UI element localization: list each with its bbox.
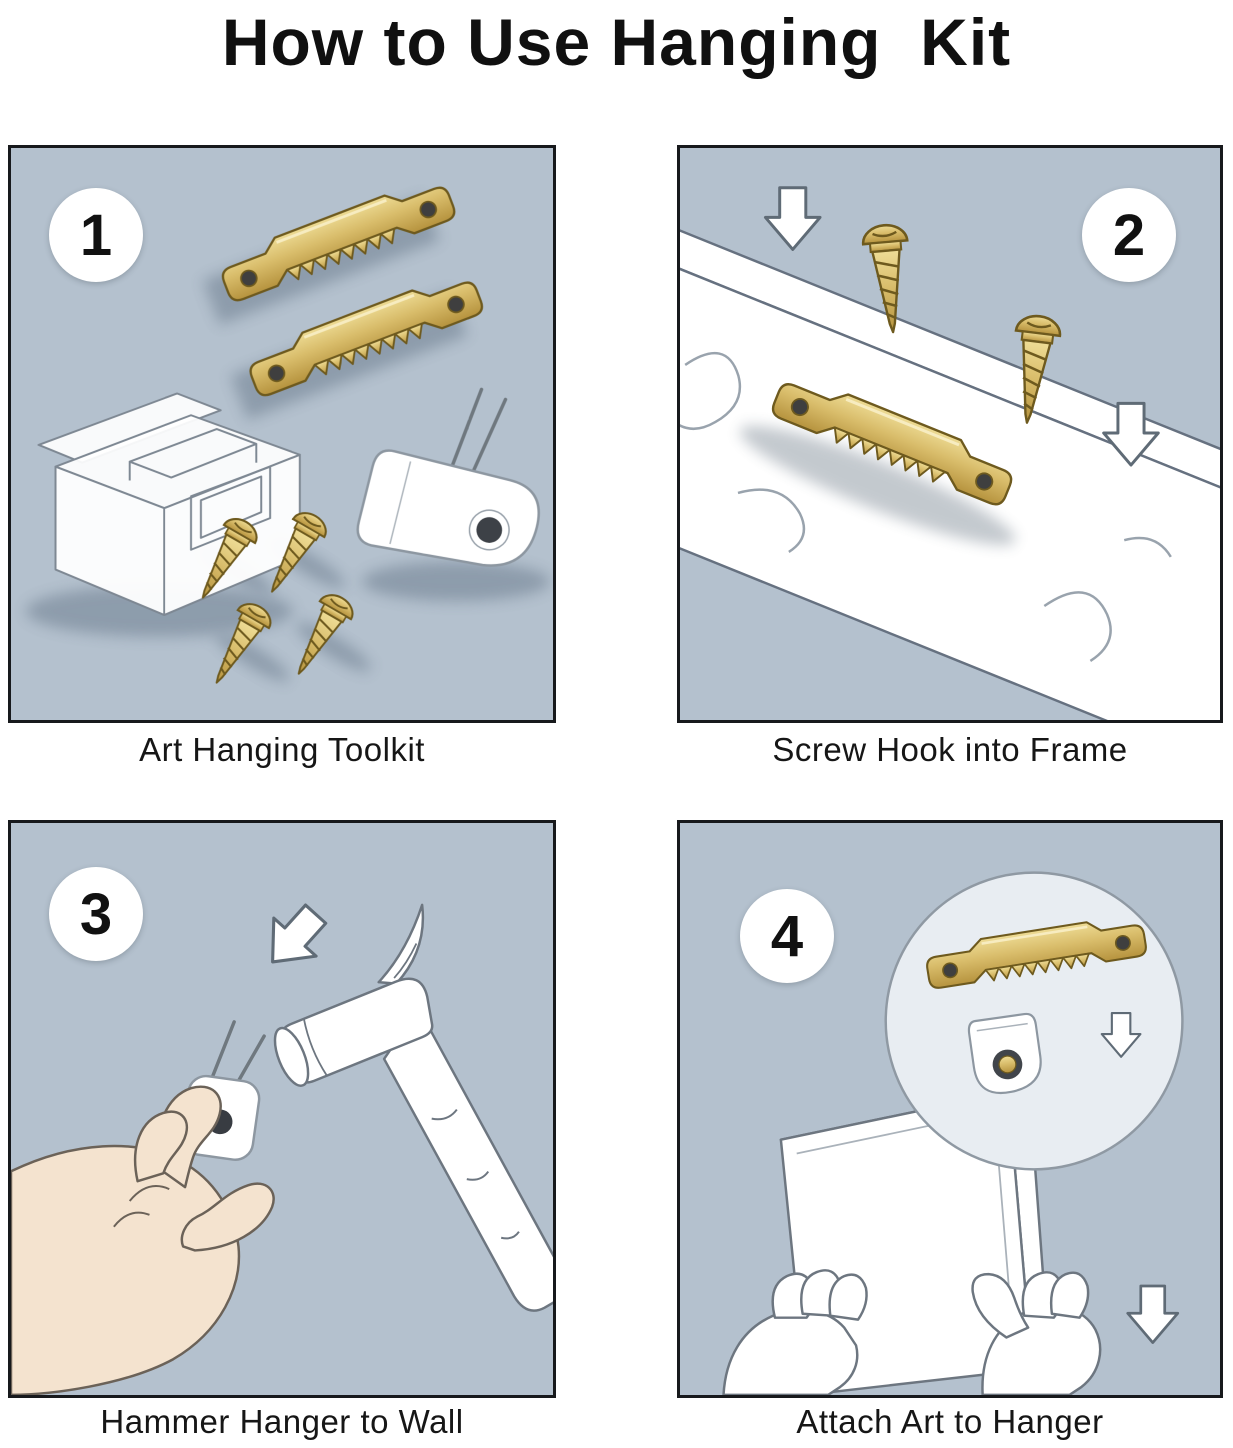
step-3-caption: Hammer Hanger to Wall xyxy=(100,1403,464,1440)
step-1-caption: Art Hanging Toolkit xyxy=(139,731,425,768)
molding-carving xyxy=(1043,536,1172,662)
thumb xyxy=(180,1182,275,1252)
step-3-panel: 3 xyxy=(8,820,556,1398)
forearm xyxy=(11,1144,241,1395)
down-left-arrow-icon xyxy=(249,893,339,983)
picture-frame-edge xyxy=(680,204,1220,720)
storage-box-icon xyxy=(37,392,301,616)
step-1-number-badge: 1 xyxy=(49,188,143,282)
toolkit-illustration xyxy=(25,172,551,693)
down-arrow-icon xyxy=(1126,1284,1180,1344)
zoom-circle xyxy=(884,871,1184,1171)
fingers xyxy=(133,1085,275,1252)
finger xyxy=(828,1273,868,1321)
page-title: How to Use Hanging Kit xyxy=(221,5,1012,79)
step-4-caption: Attach Art to Hanger xyxy=(796,1403,1104,1440)
middle-finger xyxy=(133,1110,189,1183)
step-2-panel: 2 xyxy=(677,145,1223,723)
attach-art-illustration xyxy=(722,871,1184,1395)
left-hand xyxy=(722,1269,868,1395)
step-4-panel: 4 xyxy=(677,820,1223,1398)
step-2-caption: Screw Hook into Frame xyxy=(772,731,1128,768)
step-1-panel: 1 xyxy=(8,145,556,723)
step-3-number-badge: 3 xyxy=(49,867,143,961)
step-4-number-badge: 4 xyxy=(740,889,834,983)
finger xyxy=(1049,1271,1090,1319)
down-arrow-icon xyxy=(763,186,822,251)
thumb xyxy=(971,1272,1030,1339)
step-2-number-badge: 2 xyxy=(1082,188,1176,282)
knuckle-line xyxy=(113,1185,170,1228)
hook-hanger-icon xyxy=(356,387,540,567)
molding-carving xyxy=(680,351,806,553)
hook-hanger-icon xyxy=(967,1012,1042,1094)
hammer-to-wall-illustration xyxy=(11,893,553,1395)
screw-icon xyxy=(282,588,359,684)
screw-into-frame-illustration xyxy=(680,186,1220,720)
hammer-icon xyxy=(273,903,553,1312)
right-hand xyxy=(971,1271,1102,1395)
hand xyxy=(11,1144,241,1395)
